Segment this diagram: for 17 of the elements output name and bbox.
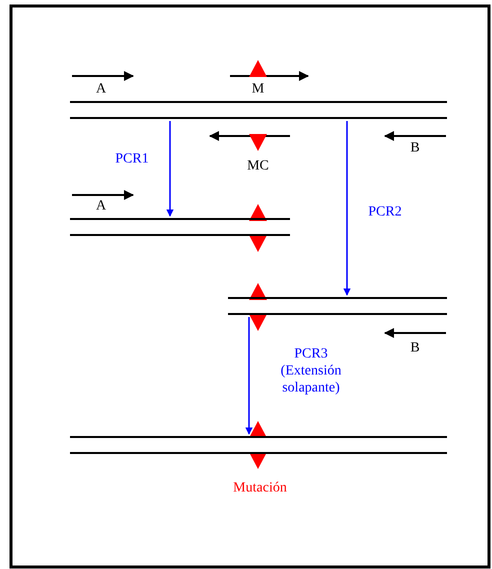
arrow: [166, 121, 174, 217]
arrow: [245, 317, 253, 435]
primer-label: B: [410, 140, 420, 156]
primer-label: A: [96, 198, 106, 214]
primer-label: M: [252, 80, 264, 98]
edge-label: PCR3 (Extensión solapante): [280, 346, 342, 396]
primer-label: A: [96, 80, 106, 98]
arrow: [343, 121, 351, 296]
primer-label: MC: [247, 158, 269, 174]
dna-duplex: [228, 297, 447, 315]
primer-label: B: [410, 340, 420, 356]
mutation-label: Mutación: [233, 480, 287, 496]
edge-label: PCR2: [368, 204, 402, 220]
edge-label: PCR1: [115, 150, 149, 168]
dna-duplex: [70, 436, 447, 454]
dna-duplex: [70, 218, 290, 236]
dna-duplex: [70, 101, 447, 119]
